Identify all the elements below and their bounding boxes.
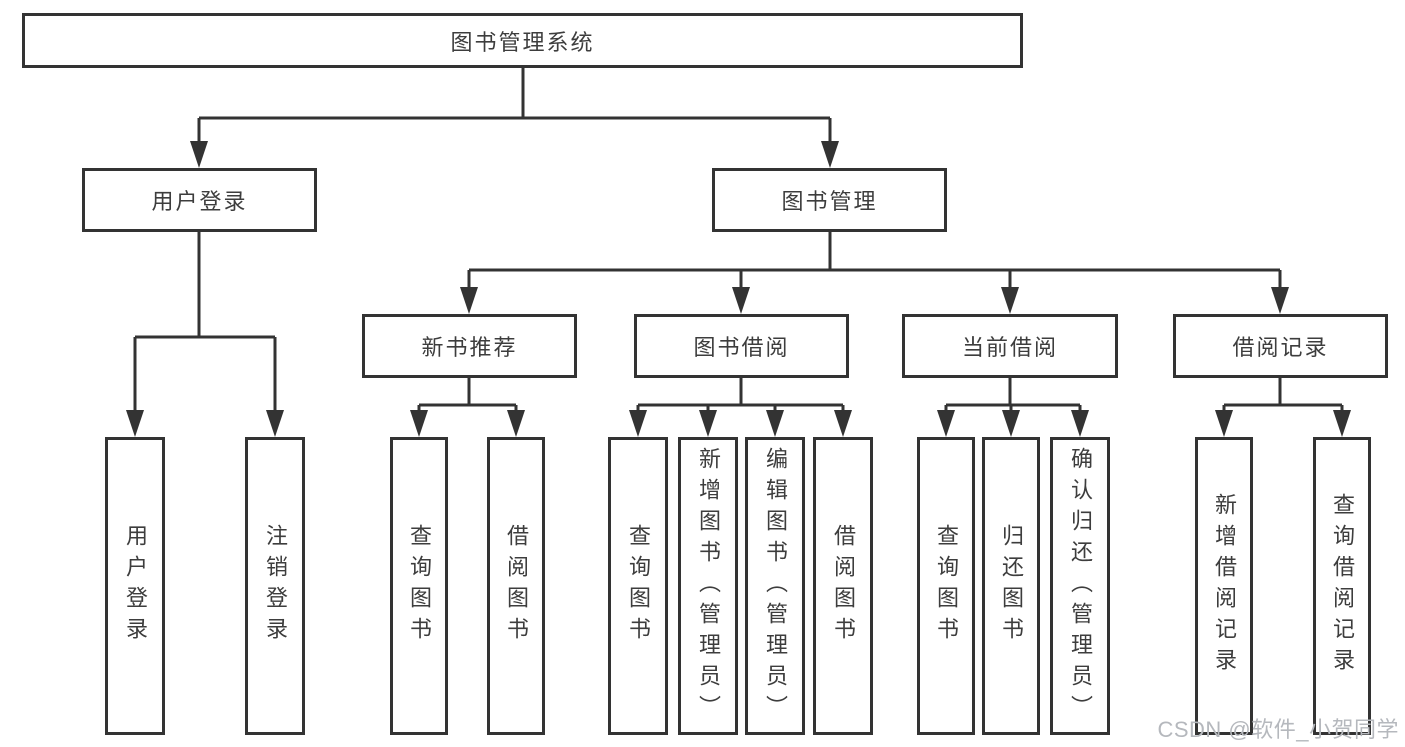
leaf-return-books: 归还图书 <box>982 437 1040 735</box>
leaf-confirm-return-admin: 确认归还（管理员） <box>1050 437 1110 735</box>
arrow-down-icon <box>937 410 955 437</box>
arrow-down-icon <box>1002 410 1020 437</box>
leaf-user-login: 用户登录 <box>105 437 165 735</box>
node-book-management: 图书管理 <box>712 168 947 232</box>
leaf-query-books: 查询图书 <box>390 437 448 735</box>
arrow-down-icon <box>190 141 208 168</box>
node-borrow-record: 借阅记录 <box>1173 314 1388 378</box>
node-user-login: 用户登录 <box>82 168 317 232</box>
arrow-down-icon <box>1001 287 1019 314</box>
leaf-logout: 注销登录 <box>245 437 305 735</box>
leaf-borrow-books: 借阅图书 <box>487 437 545 735</box>
arrow-down-icon <box>1071 410 1089 437</box>
arrow-down-icon <box>126 410 144 437</box>
arrow-down-icon <box>460 287 478 314</box>
leaf-query-books: 查询图书 <box>608 437 668 735</box>
arrow-down-icon <box>699 410 717 437</box>
node-new-book-recommend: 新书推荐 <box>362 314 577 378</box>
arrow-down-icon <box>766 410 784 437</box>
arrow-down-icon <box>629 410 647 437</box>
node-system-root: 图书管理系统 <box>22 13 1023 68</box>
arrow-down-icon <box>732 287 750 314</box>
arrow-down-icon <box>1333 410 1351 437</box>
leaf-edit-books-admin: 编辑图书（管理员） <box>745 437 805 735</box>
arrow-down-icon <box>266 410 284 437</box>
leaf-borrow-books: 借阅图书 <box>813 437 873 735</box>
node-book-borrow: 图书借阅 <box>634 314 849 378</box>
arrow-down-icon <box>507 410 525 437</box>
node-current-borrow: 当前借阅 <box>902 314 1118 378</box>
arrow-down-icon <box>410 410 428 437</box>
arrow-down-icon <box>1271 287 1289 314</box>
arrow-down-icon <box>1215 410 1233 437</box>
arrow-down-icon <box>834 410 852 437</box>
csdn-watermark: CSDN @软件_小贺同学 <box>1157 717 1399 742</box>
leaf-add-books-admin: 新增图书（管理员） <box>678 437 738 735</box>
leaf-query-books: 查询图书 <box>917 437 975 735</box>
arrow-down-icon <box>821 141 839 168</box>
leaf-add-borrow-record: 新增借阅记录 <box>1195 437 1253 735</box>
leaf-query-borrow-record: 查询借阅记录 <box>1313 437 1371 735</box>
